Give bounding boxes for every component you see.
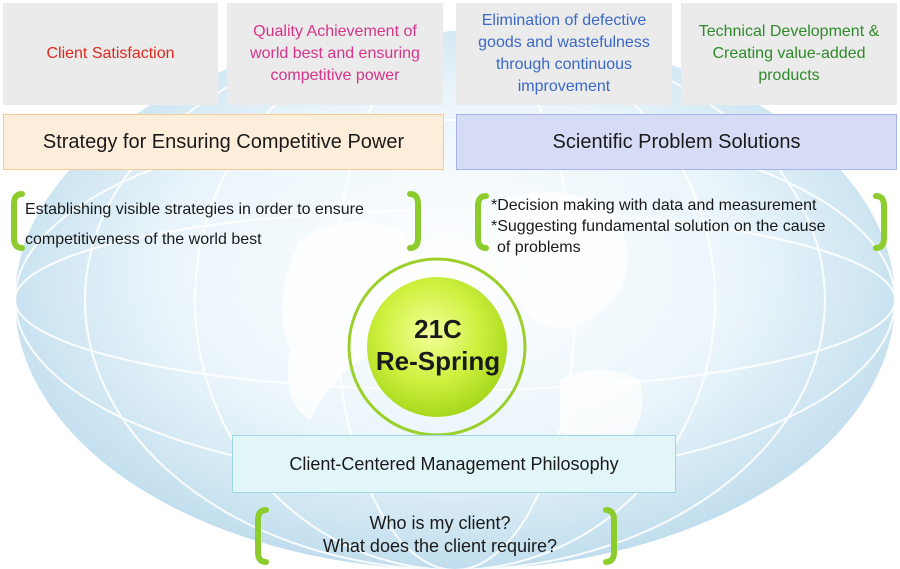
goal-technical-development: Technical Development & Creating value-a… — [681, 3, 897, 105]
philosophy-question-1: Who is my client? — [369, 513, 511, 533]
scientific-desc-line1: *Decision making with data and measureme… — [491, 197, 817, 214]
goal-label: Quality Achievement of world best and en… — [250, 23, 420, 84]
goal-quality-achievement: Quality Achievement of world best and en… — [227, 3, 443, 105]
center-line2: Re-Spring — [375, 346, 501, 376]
brackets — [11, 191, 887, 565]
strategy-title: Strategy for Ensuring Competitive Power — [42, 130, 405, 153]
philosophy-title: Client-Centered Management Philosophy — [289, 453, 619, 474]
continents — [282, 192, 643, 453]
philosophy-box: Client-Centered Management Philosophy — [232, 435, 676, 493]
center-ball — [367, 277, 507, 417]
goal-label: Client Satisfaction — [46, 45, 175, 62]
strategy-description: Establishing visible strategies in order… — [25, 199, 415, 251]
scientific-desc-line2: *Suggesting fundamental solution on the … — [491, 218, 826, 235]
center-line1: 21C — [414, 314, 462, 344]
center-label: 21C Re-Spring — [360, 313, 516, 377]
scientific-desc-line3: of problems — [497, 239, 581, 256]
goal-elimination-defects: Elimination of defective goods and waste… — [456, 3, 672, 105]
scientific-description: *Decision making with data and measureme… — [491, 195, 881, 258]
strategy-desc-line2: competitiveness of the world best — [25, 231, 262, 248]
goal-client-satisfaction: Client Satisfaction — [3, 3, 218, 105]
scientific-band: Scientific Problem Solutions — [456, 114, 897, 170]
scientific-title: Scientific Problem Solutions — [552, 130, 801, 153]
goal-label: Elimination of defective goods and waste… — [478, 12, 650, 95]
strategy-band: Strategy for Ensuring Competitive Power — [3, 114, 444, 170]
strategy-desc-line1: Establishing visible strategies in order… — [25, 201, 364, 218]
philosophy-question-2: What does the client require? — [322, 536, 558, 556]
goal-label: Technical Development & Creating value-a… — [698, 23, 880, 84]
